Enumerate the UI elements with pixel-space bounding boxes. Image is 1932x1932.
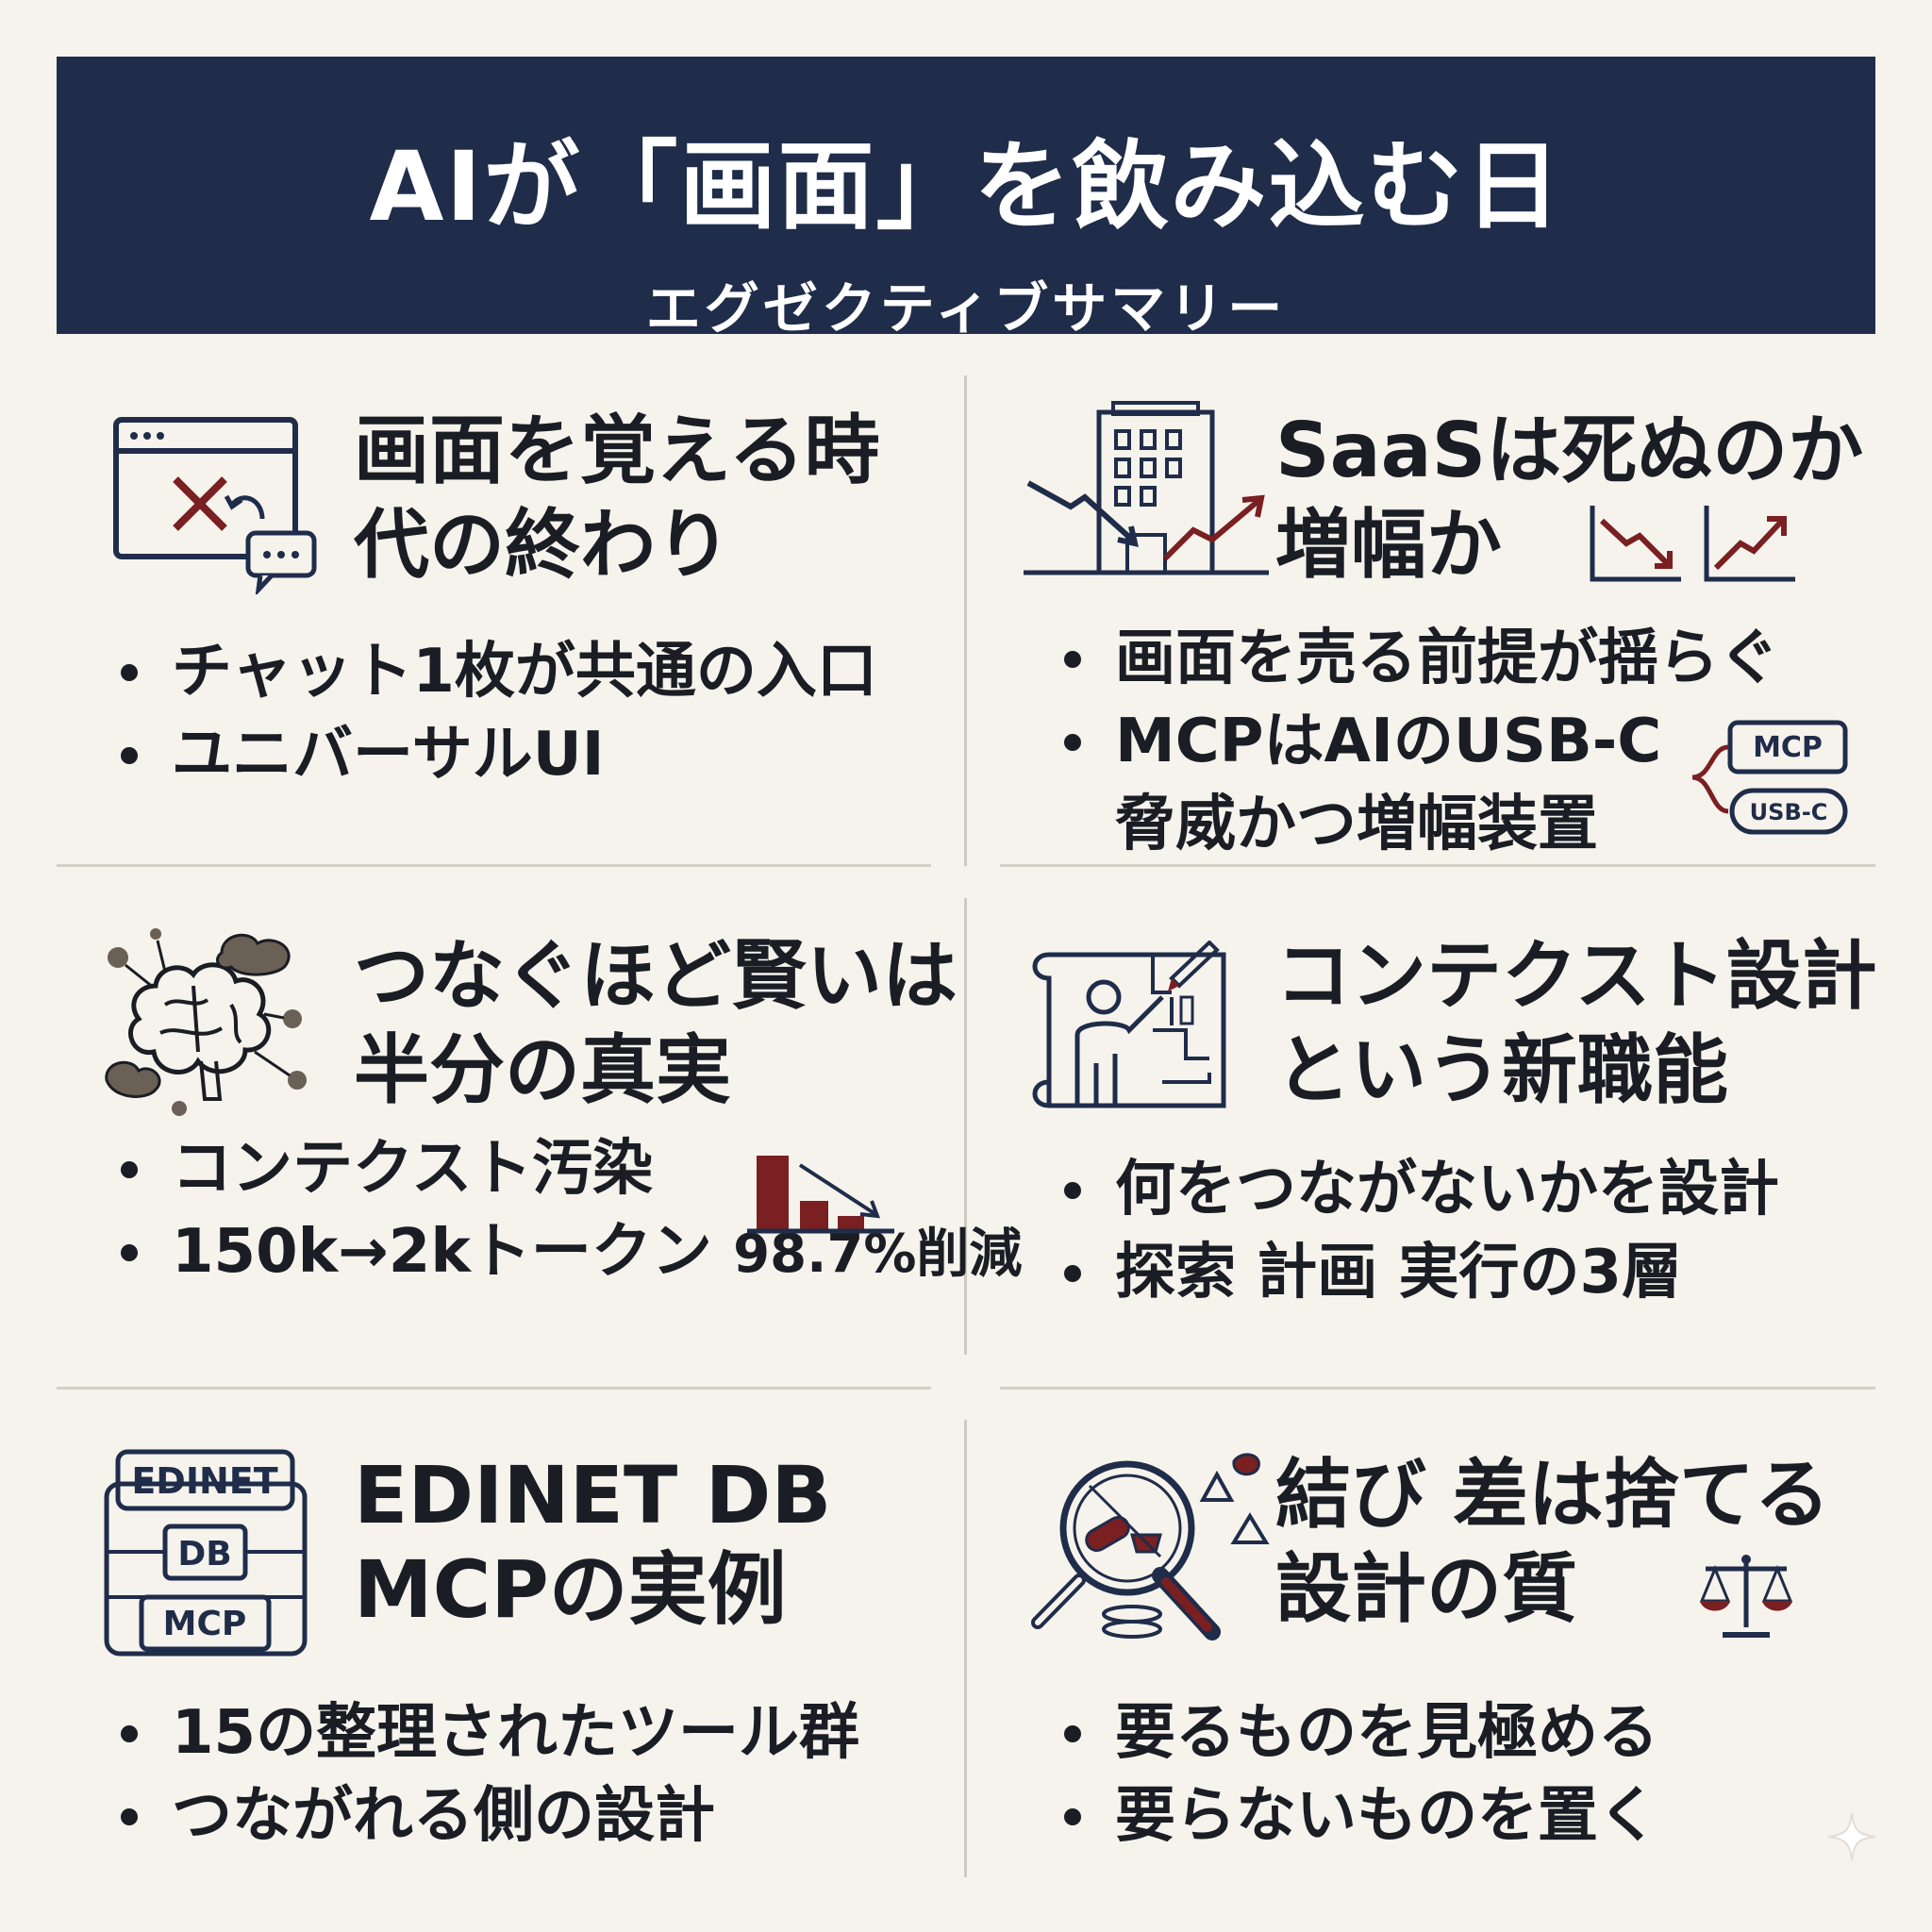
list-item: ユニバーサルUI [111,713,877,796]
vertical-divider-1 [964,375,967,866]
horizontal-divider-2 [1000,864,1875,867]
token-reduction-text: 150k→2kトークン [172,1217,712,1287]
svg-text:DB: DB [177,1535,231,1574]
svg-text:MCP: MCP [1753,731,1823,764]
reduction-percent: 98.7%削減 [733,1224,1023,1285]
bullet-list: 要るものを見極める 要らないものを置く [1055,1691,1658,1857]
browser-chat-icon [111,415,319,594]
header-banner: AIが「画面」を飲み込む日 エグゼクティブサマリー [57,57,1875,341]
presenter-blueprint-icon [1030,941,1238,1120]
bullet-list: 15の整理されたツール群 つながれる側の設計 [111,1691,859,1857]
bar-decline-icon [743,1148,899,1239]
list-item: 探索 計画 実行の3層 [1055,1231,1779,1314]
magnifier-filter-icon [1019,1448,1283,1646]
horizontal-divider-3 [57,1387,931,1390]
panel-context-design: コンテクスト設計 という新職能 何をつながないかを設計 探索 計画 実行の3層 [981,901,1887,1373]
list-item: 15の整理されたツール群 [111,1691,859,1774]
horizontal-divider-4 [1000,1387,1875,1390]
list-item: コンテクスト汚染 [111,1127,1022,1210]
vertical-divider-3 [964,1420,967,1877]
panel-title: つなぐほど賢いは 半分の真実 [354,932,958,1114]
database-stack-icon: EDINET DB MCP [99,1446,316,1663]
panel-edinet: EDINET DB MCP EDINET DB MCPの実例 15の整理されたツ… [0,1420,906,1891]
sparkle-icon [1826,1811,1877,1866]
list-item: チャット1枚が共通の入口 [111,630,877,713]
balance-scale-icon [1694,1552,1798,1645]
bullet-list: 何をつながないかを設計 探索 計画 実行の3層 [1055,1148,1779,1314]
building-trend-icon [1024,398,1288,587]
panel-title: EDINET DB MCPの実例 [354,1449,832,1636]
list-item: 150k→2kトークン 98.7%削減 [111,1210,1022,1296]
bullet-list: コンテクスト汚染 150k→2kトークン 98.7%削減 [111,1127,1022,1296]
svg-text:MCP: MCP [163,1605,247,1643]
brain-cloud-icon [99,920,316,1118]
panel-title: SaaSは死ぬのか 増幅か [1275,407,1864,589]
list-item: MCPはAIのUSB-C [1055,700,1779,783]
svg-text:USB-C: USB-C [1750,799,1828,825]
svg-text:EDINET: EDINET [131,1460,277,1502]
mcp-usbc-badge-icon: MCP USB-C [1664,717,1862,843]
horizontal-divider-1 [57,864,931,867]
panel-conclusion: 結び 差は捨てる 設計の質 要るものを見極める 要らないものを置く [981,1420,1887,1891]
panel-title: 画面を覚える時 代の終わり [354,407,880,589]
list-item-continued: 脅威かつ増幅装置 [1115,790,1598,859]
panel-title: コンテクスト設計 という新職能 [1275,932,1877,1114]
vertical-divider-2 [964,898,967,1355]
bullet-list: 画面を売る前提が揺らぐ MCPはAIのUSB-C 脅威かつ増幅装置 [1055,617,1779,866]
list-item: 画面を売る前提が揺らぐ [1055,617,1779,700]
list-item: 要るものを見極める [1055,1691,1658,1774]
panel-title: 結び 差は捨てる 設計の質 [1275,1451,1830,1633]
page-title: AIが「画面」を飲み込む日 [369,131,1563,243]
trend-down-icon [1589,502,1683,587]
page-subtitle: エグゼクティブサマリー [645,276,1287,341]
list-item: 要らないものを置く [1055,1774,1658,1857]
list-item: つながれる側の設計 [111,1774,859,1857]
panel-saas: SaaSは死ぬのか 増幅か 画面を売る前提が揺らぐ MCPはAIのUSB-C 脅… [981,377,1887,859]
trend-up-icon [1703,502,1797,587]
bullet-list: チャット1枚が共通の入口 ユニバーサルUI [111,630,877,796]
panel-context-pollution: つなぐほど賢いは 半分の真実 コンテクスト汚染 150k→2kトークン 98.7… [0,901,1022,1373]
panel-screen-memory: 画面を覚える時 代の終わり チャット1枚が共通の入口 ユニバーサルUI [0,377,906,849]
list-item: 何をつながないかを設計 [1055,1148,1779,1231]
